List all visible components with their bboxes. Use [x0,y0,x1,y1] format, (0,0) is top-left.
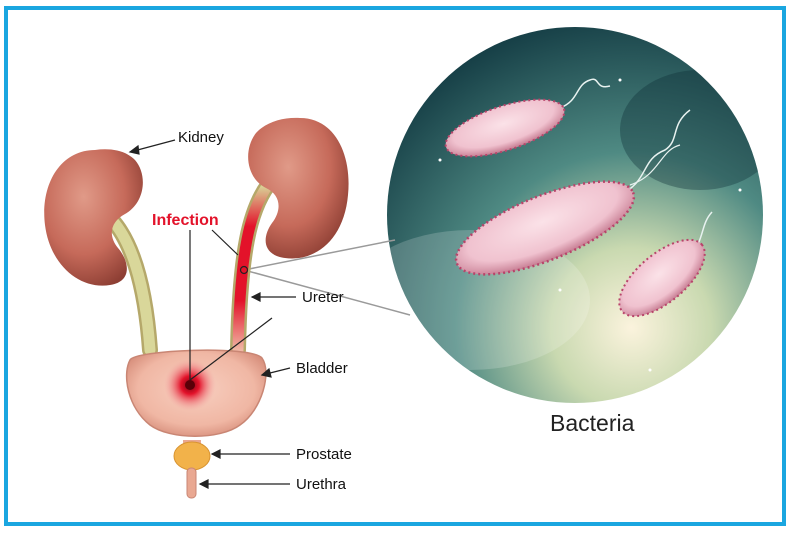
label-urethra: Urethra [296,476,346,493]
label-ureter: Ureter [302,289,344,306]
label-kidney: Kidney [178,129,224,146]
infection-pointer-ureter [212,230,238,255]
magnified-bacteria-view [350,27,780,403]
label-bladder: Bladder [296,360,348,377]
prostate [174,442,210,470]
label-prostate: Prostate [296,446,352,463]
label-infection: Infection [152,212,219,230]
urethra [187,468,196,498]
caption-bacteria: Bacteria [550,410,634,437]
